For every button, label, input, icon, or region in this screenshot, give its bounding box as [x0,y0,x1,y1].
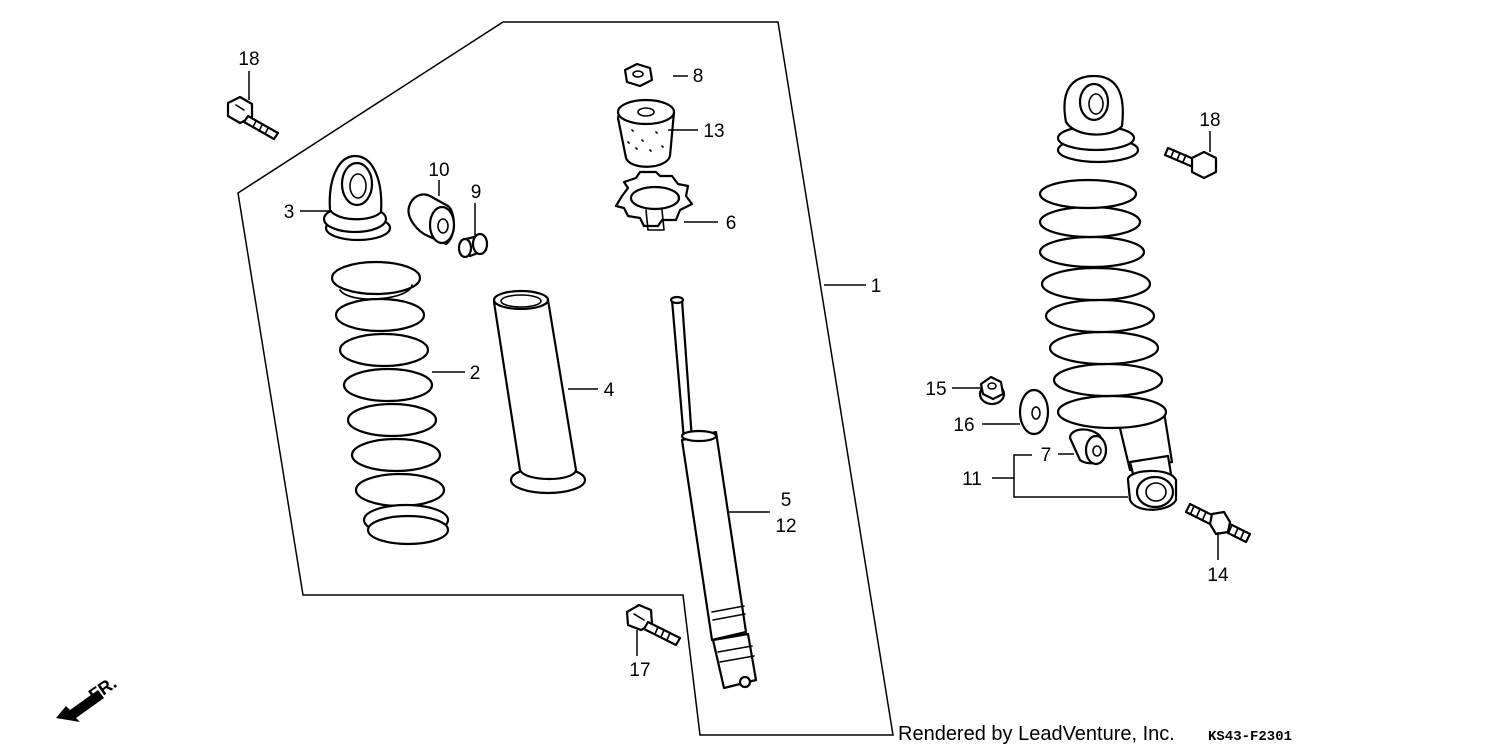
spring-2[interactable] [330,260,450,546]
callout-2: 2 [470,363,481,384]
bump-rubber-13[interactable] [616,98,676,168]
stud-bolt-14[interactable] [1184,502,1252,544]
bolt-17[interactable] [625,603,682,647]
callout-13: 13 [703,121,724,142]
callout-18-right: 18 [1199,110,1220,131]
diagram-code: KS43-F2301 [1208,729,1292,745]
callout-4: 4 [604,380,615,401]
shock-assembly-right[interactable] [1038,74,1178,511]
dust-cover-4[interactable] [492,289,587,495]
upper-mount-3[interactable] [322,154,392,242]
arrow-left-icon [56,690,104,722]
callout-18-left: 18 [238,49,259,70]
callout-15: 15 [925,379,946,400]
callout-labels: 18 3 10 9 2 4 5 12 8 13 6 1 17 18 15 16 … [238,49,1229,681]
callout-10: 10 [428,160,449,181]
nut-8[interactable] [623,62,654,88]
stopper-6[interactable] [614,170,694,231]
bolt-18-left[interactable] [226,95,280,141]
callout-11: 11 [962,469,982,490]
flange-nut-15[interactable] [978,375,1006,406]
callout-1: 1 [871,276,882,297]
collar-9[interactable] [457,232,489,259]
callout-8: 8 [693,66,704,87]
callout-16: 16 [953,415,974,436]
damper-5[interactable] [669,295,758,690]
callout-7: 7 [1041,445,1052,466]
callout-12: 12 [775,516,796,537]
callout-5: 5 [781,490,792,511]
washer-16[interactable] [1018,388,1050,436]
assembly-outline [237,21,894,736]
bushing-7[interactable] [1068,428,1108,466]
bolt-18-right[interactable] [1163,146,1218,180]
credit-text: Rendered by LeadVenture, Inc. [898,723,1175,745]
callout-14: 14 [1207,565,1229,586]
callout-3: 3 [284,202,295,223]
front-direction-indicator: FR. [56,673,120,722]
bushing-10[interactable] [407,193,456,246]
callout-17: 17 [629,660,650,681]
callout-6: 6 [726,213,737,234]
callout-9: 9 [471,182,482,203]
leader-lines [248,71,1219,656]
